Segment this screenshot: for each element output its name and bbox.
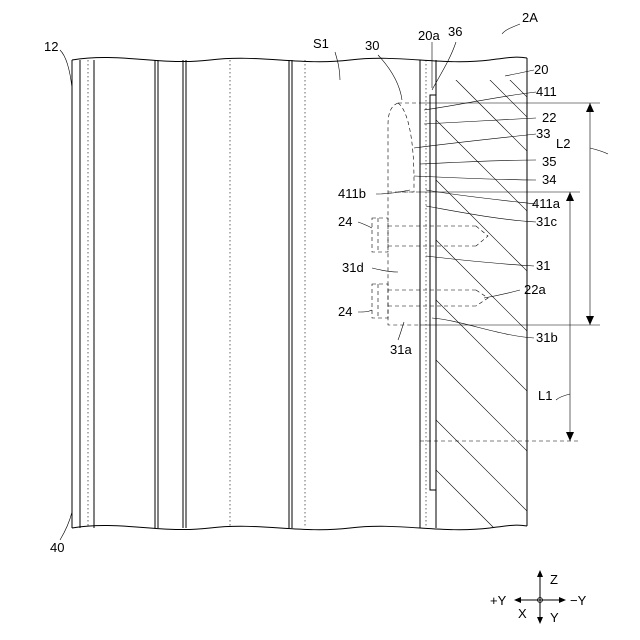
dimension-lines [420,103,600,441]
bracket-30 [388,103,420,325]
label-30: 30 [365,38,379,53]
label-411b: 411b [338,186,366,201]
label-33: 33 [536,126,550,141]
wall-20 [430,60,600,634]
label-S1: S1 [313,36,329,51]
label-L2: L2 [556,136,570,151]
axis-minus-y: −Y [570,593,587,608]
part-labels: 2A 12 40 S1 30 20a 36 20 411 22 33 L2 35… [44,10,570,555]
label-31b: 31b [536,330,558,345]
label-24-upper: 24 [338,214,352,229]
label-35: 35 [542,154,556,169]
panel-outline [72,57,527,530]
axes-indicator: Z +Y −Y X Y [490,570,587,625]
label-2A: 2A [522,10,538,25]
label-31d: 31d [342,260,364,275]
label-31c: 31c [536,214,557,229]
label-36: 36 [448,24,462,39]
axis-x: X [518,606,527,621]
label-34: 34 [542,172,556,187]
axis-y: Y [550,610,559,625]
label-411: 411 [536,84,557,99]
member-12-lines [80,60,426,528]
label-411a: 411a [532,196,561,211]
label-22: 22 [542,110,556,125]
axis-plus-y: +Y [490,593,507,608]
label-20: 20 [534,62,548,77]
axis-z: Z [550,572,558,587]
label-40: 40 [50,540,64,555]
label-31: 31 [536,258,550,273]
label-31a: 31a [390,342,412,357]
label-20a: 20a [418,28,440,43]
label-22a: 22a [524,282,546,297]
label-L1: L1 [538,388,552,403]
label-12: 12 [44,39,58,54]
label-24-lower: 24 [338,304,352,319]
